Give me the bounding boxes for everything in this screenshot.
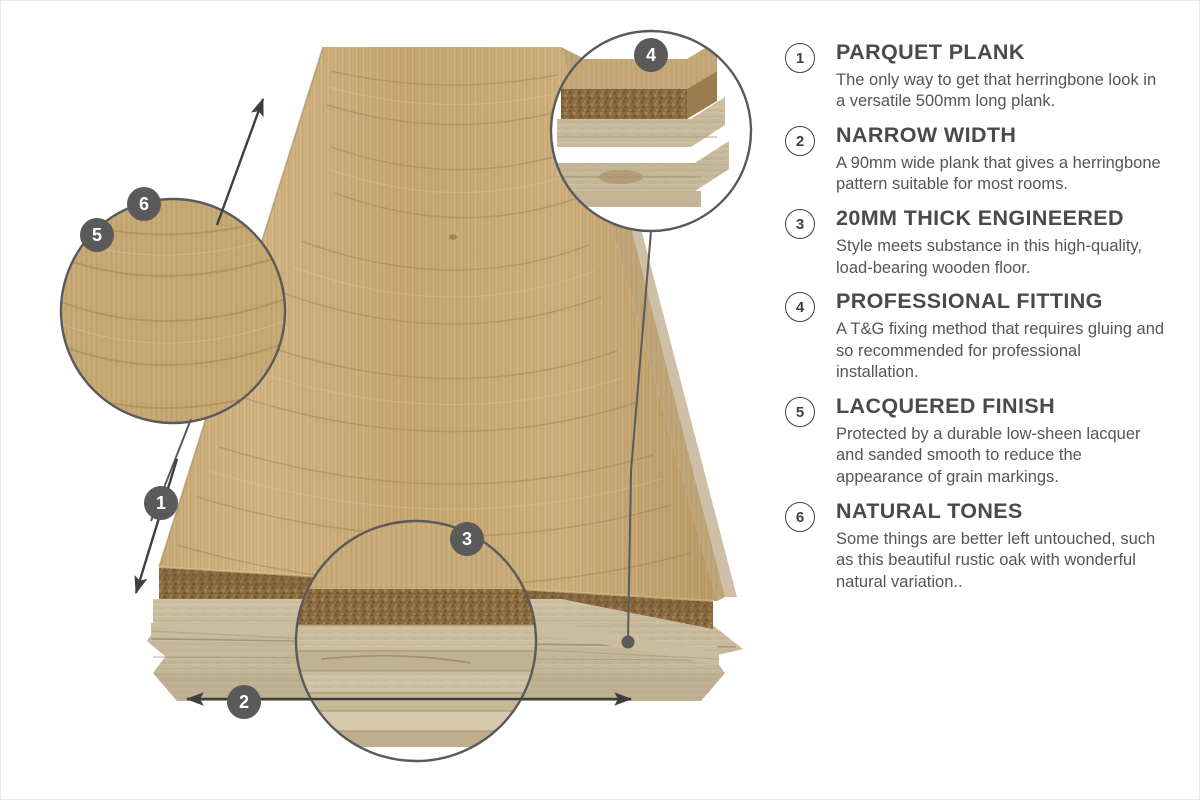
- feature-item-1: 1 PARQUET PLANK The only way to get that…: [781, 41, 1181, 113]
- feature-description-4: A T&G fixing method that requires gluing…: [836, 319, 1165, 382]
- feature-title-3: 20MM THICK ENGINEERED: [836, 206, 1124, 231]
- feature-item-5: 5 LACQUERED FINISH Protected by a durabl…: [781, 395, 1181, 489]
- plank-illustration: 1 2 3 4 5: [1, 1, 771, 801]
- feature-title-1: PARQUET PLANK: [836, 40, 1025, 64]
- feature-badge-2: 2: [785, 126, 815, 157]
- illustration-marker-3-label: 3: [462, 529, 472, 549]
- feature-list: 1 PARQUET PLANK The only way to get that…: [781, 41, 1181, 781]
- feature-title-5: LACQUERED FINISH: [836, 394, 1056, 419]
- feature-description-2: A 90mm wide plank that gives a herringbo…: [836, 153, 1161, 194]
- illustration-marker-6-label: 6: [139, 194, 149, 214]
- feature-description-3: Style meets substance in this high-quali…: [836, 236, 1143, 277]
- feature-item-6: 6 NATURAL TONES Some things are better l…: [781, 500, 1181, 594]
- feature-badge-4: 4: [785, 292, 815, 323]
- magnifier-thickness: [294, 519, 538, 763]
- magnifier-tongue-groove: [549, 29, 753, 233]
- illustration-marker-4-label: 4: [646, 45, 656, 65]
- illustration-marker-2[interactable]: 2: [227, 685, 261, 719]
- feature-description-6: Some things are better left untouched, s…: [836, 529, 1156, 592]
- feature-item-2: 2 NARROW WIDTH A 90mm wide plank that gi…: [781, 124, 1181, 196]
- feature-badge-1: 1: [785, 43, 815, 73]
- illustration-marker-4[interactable]: 4: [634, 38, 668, 72]
- feature-title-2: NARROW WIDTH: [836, 123, 1017, 148]
- plank-diagram-svg: 1 2 3 4 5: [59, 29, 753, 763]
- illustration-marker-5-label: 5: [92, 225, 102, 245]
- feature-item-3: 3 20MM THICK ENGINEERED Style meets subs…: [781, 207, 1181, 279]
- leader-line-tongue-groove: [627, 230, 652, 640]
- feature-description-1: The only way to get that herringbone loo…: [836, 70, 1157, 111]
- feature-title-4: PROFESSIONAL FITTING: [836, 289, 1103, 314]
- length-arrow-down: [134, 458, 179, 595]
- illustration-marker-5[interactable]: 5: [80, 218, 114, 252]
- feature-badge-3: 3: [785, 209, 815, 240]
- feature-description-5: Protected by a durable low-sheen lacquer…: [836, 424, 1141, 487]
- feature-title-6: NATURAL TONES: [836, 499, 1023, 523]
- illustration-marker-6[interactable]: 6: [127, 187, 161, 221]
- illustration-marker-3[interactable]: 3: [450, 522, 484, 556]
- illustration-markers: 1 2 3 4 5: [80, 38, 668, 719]
- illustration-marker-1[interactable]: 1: [144, 486, 178, 520]
- illustration-marker-2-label: 2: [239, 692, 249, 712]
- feature-badge-6: 6: [785, 502, 815, 532]
- dimension-arrows: [134, 97, 633, 706]
- illustration-marker-1-label: 1: [156, 493, 166, 513]
- length-arrow-up: [215, 97, 265, 226]
- leader-endpoint-dot: [621, 635, 635, 649]
- feature-item-4: 4 PROFESSIONAL FITTING A T&G fixing meth…: [781, 290, 1181, 384]
- feature-badge-5: 5: [785, 397, 815, 428]
